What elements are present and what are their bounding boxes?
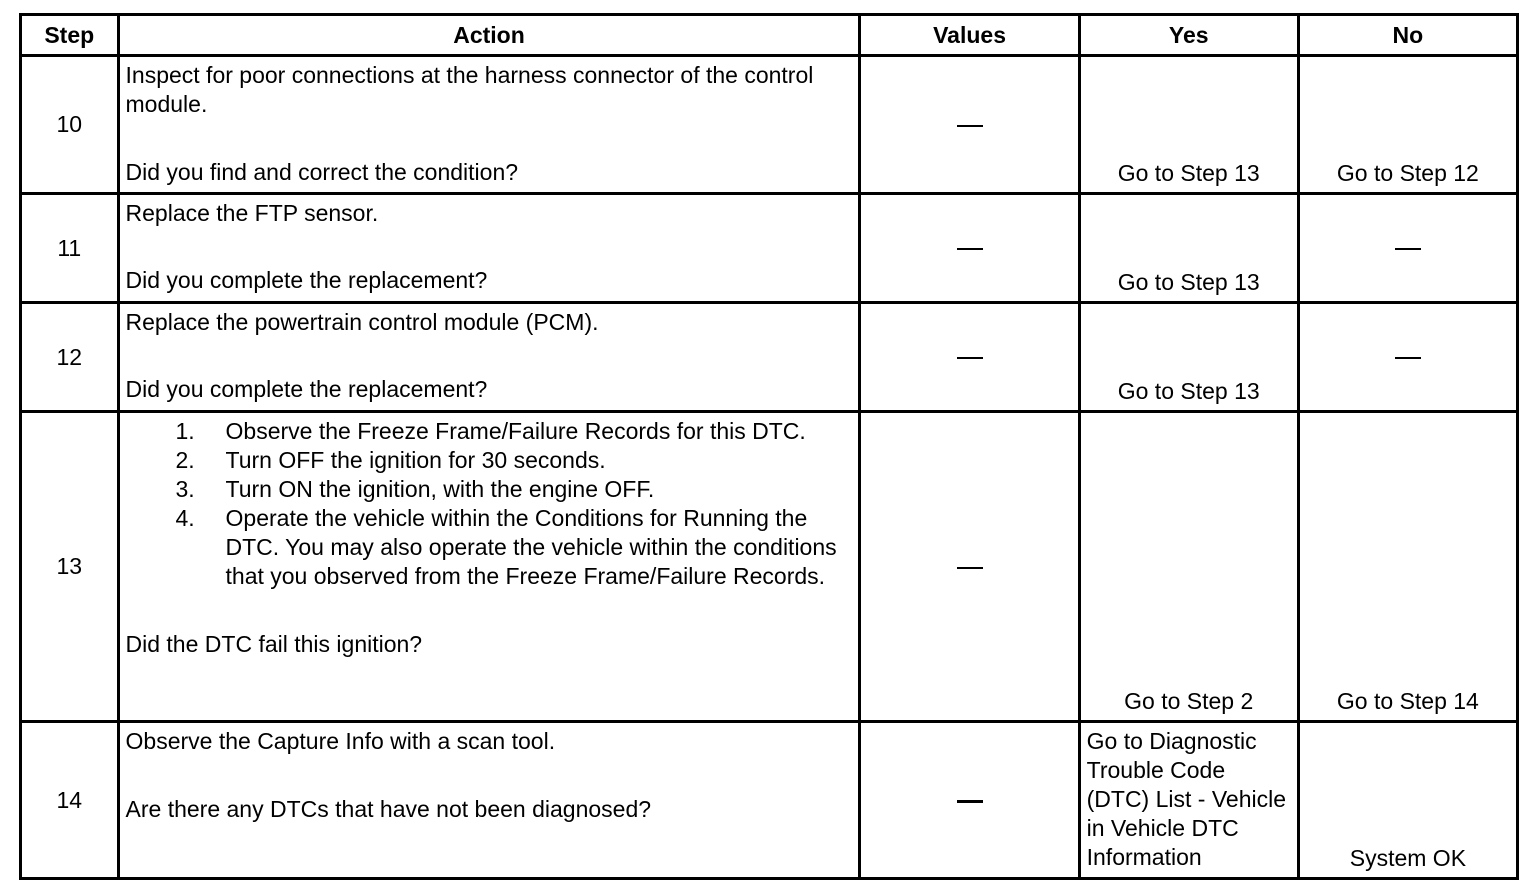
action-cell: Replace the powertrain control module (P… [116,301,862,413]
list-item-number: 4. [175,505,195,531]
diagnostic-table: Step Action Values Yes No 10 Inspect for… [19,13,1520,880]
value-dash: — [1394,248,1421,251]
header-values: Values [858,13,1081,57]
action-cell: 1. Observe the Freeze Frame/Failure Recor… [116,410,862,723]
step-number: 13 [19,410,120,723]
table-row: 12 Replace the powertrain control module… [19,301,1520,413]
value-dash: — [956,357,983,360]
value-dash: — [956,566,983,569]
step-number: 10 [19,54,120,195]
values-cell: — [858,301,1081,413]
yes-cell: Go to Step 13 [1077,54,1300,195]
list-item: 2. Turn OFF the ignition for 30 seconds. [126,446,853,475]
table-row: 11 Replace the FTP sensor. Did you compl… [19,192,1520,304]
action-question: Are there any DTCs that have not been di… [125,796,652,822]
table-row: 13 1. Observe the Freeze Frame/Failure Re… [19,410,1520,723]
step-number: 11 [19,192,120,304]
list-item: 3. Turn ON the ignition, with the engine … [126,475,853,504]
values-cell: — [858,192,1081,304]
table-row: 14 Observe the Capture Info with a scan … [19,720,1520,880]
no-cell: — [1296,192,1520,304]
step-number: 14 [19,720,120,880]
action-cell: Replace the FTP sensor. Did you complete… [116,192,862,304]
list-item: 1. Observe the Freeze Frame/Failure Recor… [126,417,853,446]
action-cell: Observe the Capture Info with a scan too… [116,720,862,880]
action-question: Did you complete the replacement? [125,376,488,402]
list-item-text: Operate the vehicle within the Condition… [225,505,837,589]
yes-cell: Go to Step 2 [1077,410,1300,723]
no-cell: — [1296,301,1520,413]
action-text: Replace the powertrain control module (P… [125,309,599,335]
header-action: Action [116,13,862,57]
action-question: Did you complete the replacement? [125,267,488,293]
list-item-number: 2. [175,447,195,473]
list-item: 4. Operate the vehicle within the Conditi… [126,504,853,591]
action-question: Did the DTC fail this ignition? [125,631,423,657]
table-row: 10 Inspect for poor connections at the h… [19,54,1520,195]
header-step: Step [19,13,120,57]
list-item-number: 1. [175,418,195,444]
action-text: Observe the Capture Info with a scan too… [125,728,556,754]
values-cell: — [858,54,1081,195]
value-dash: — [956,248,983,251]
action-text: Inspect for poor connections at the harn… [125,62,814,117]
step-number: 12 [19,301,120,413]
action-text: Replace the FTP sensor. [125,200,379,226]
no-cell: Go to Step 12 [1296,54,1520,195]
list-item-text: Turn OFF the ignition for 30 seconds. [225,447,606,473]
header-yes: Yes [1077,13,1300,57]
yes-cell: Go to Step 13 [1077,192,1300,304]
no-cell: Go to Step 14 [1296,410,1520,723]
header-no: No [1296,13,1520,57]
list-item-number: 3. [175,476,195,502]
value-dash: — [956,124,983,127]
value-dash: — [1394,357,1421,360]
yes-cell: Go to Step 13 [1077,301,1300,413]
instruction-list: 1. Observe the Freeze Frame/Failure Recor… [126,417,853,591]
action-question: Did you find and correct the condition? [125,159,519,185]
list-item-text: Observe the Freeze Frame/Failure Records… [225,418,806,444]
action-cell: Inspect for poor connections at the harn… [116,54,862,195]
header-row: Step Action Values Yes No [19,13,1520,57]
values-cell: — [858,410,1081,723]
list-item-text: Turn ON the ignition, with the engine OF… [225,476,655,502]
value-dash: — [956,799,983,803]
values-cell: — [858,720,1081,880]
yes-cell: Go to Diagnostic Trouble Code (DTC) List… [1077,720,1300,880]
no-cell: System OK [1296,720,1520,880]
